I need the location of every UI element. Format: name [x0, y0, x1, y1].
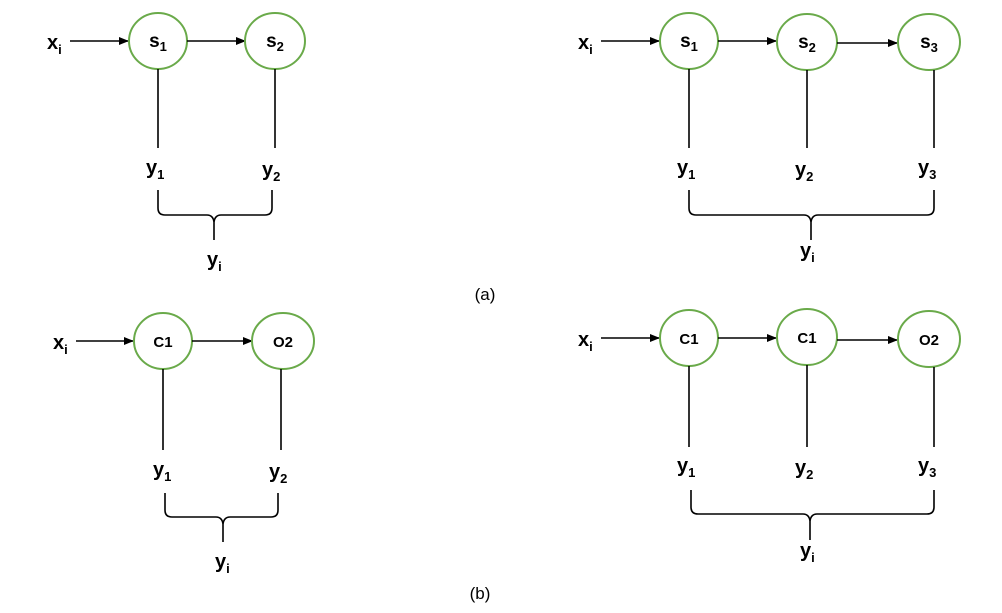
group-brace [690, 490, 935, 540]
output-label-3: y3 [918, 455, 936, 480]
state-node-3-label: s3 [920, 32, 938, 55]
input-label: xi [578, 32, 593, 57]
group-label: yi [207, 249, 222, 274]
output-label-1: y1 [677, 455, 695, 480]
state-node-1-label: s1 [149, 31, 167, 54]
group-label: yi [800, 240, 815, 265]
panel-b-three-state: xi C1 C1 O2 y1 y2 y3 yi [578, 308, 961, 565]
state-node-1-label: C1 [679, 331, 698, 348]
output-label-2: y2 [269, 461, 287, 486]
state-node-1-label: s1 [680, 31, 698, 54]
group-label: yi [215, 551, 230, 576]
output-label-3: y3 [918, 157, 936, 182]
panel-a-three-state: xi s1 s2 s3 y1 y2 y3 yi [578, 12, 961, 265]
caption-a: (a) [475, 285, 496, 304]
output-label-2: y2 [262, 159, 280, 184]
group-brace [157, 190, 273, 240]
output-label-1: y1 [677, 157, 695, 182]
panel-b-two-state: xi C1 O2 y1 y2 yi [53, 312, 315, 576]
state-node-2-label: O2 [273, 334, 293, 351]
panel-a-two-state: xi s1 s2 y1 y2 yi [47, 12, 306, 274]
output-label-2: y2 [795, 457, 813, 482]
state-node-1-label: C1 [153, 334, 172, 351]
state-node-3 [897, 13, 961, 71]
state-node-2 [251, 312, 315, 370]
state-node-2-label: s2 [798, 32, 816, 55]
state-node-2-label: s2 [266, 31, 284, 54]
output-label-1: y1 [146, 157, 164, 182]
state-node-2-label: C1 [797, 330, 816, 347]
state-node-3-label: O2 [919, 332, 939, 349]
group-brace [688, 190, 935, 240]
input-label: xi [53, 332, 68, 357]
state-node-3 [897, 310, 961, 368]
input-label: xi [47, 32, 62, 57]
group-brace [164, 493, 279, 542]
group-label: yi [800, 540, 815, 565]
output-label-2: y2 [795, 159, 813, 184]
output-label-1: y1 [153, 459, 171, 484]
caption-b: (b) [470, 584, 491, 603]
input-label: xi [578, 329, 593, 354]
